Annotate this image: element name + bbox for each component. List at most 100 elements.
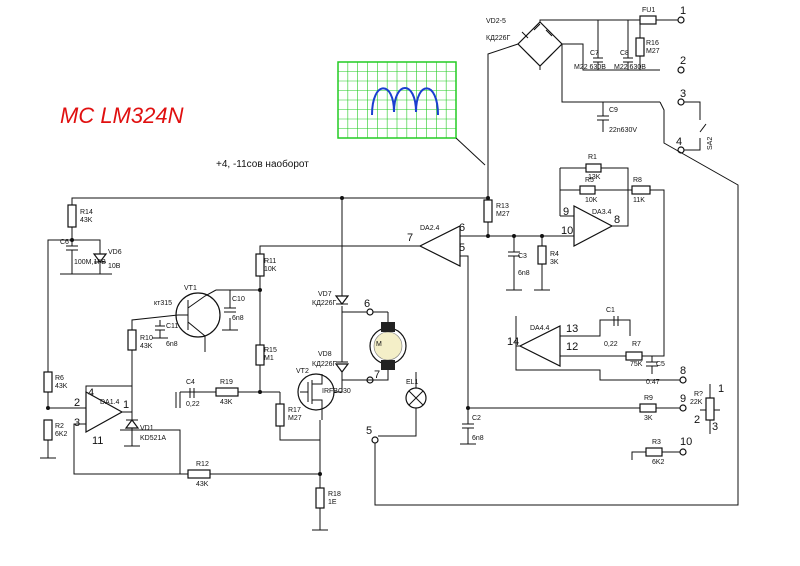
c8-value: M22 630B: [614, 64, 646, 71]
da2-4-label: DA2.4: [420, 225, 440, 232]
c9-label: C9: [609, 107, 618, 114]
resistor-r19: [215, 387, 239, 397]
resistor-r15: [255, 344, 265, 366]
c3-value: 6n8: [518, 270, 530, 277]
c6-value: 100M,16B: [74, 259, 106, 266]
c2-value: 6n8: [472, 435, 484, 442]
c10-value: 6n8: [232, 315, 244, 322]
r15-label: R15: [264, 347, 277, 354]
c5-label: C5: [656, 361, 665, 368]
r10-label: R10: [140, 335, 153, 342]
resistor-r3: [645, 447, 663, 457]
scope-probe-line: [455, 137, 486, 166]
r7b-value: 22K: [690, 399, 703, 406]
resistor-r6: [43, 371, 53, 393]
r12-label: R12: [196, 461, 209, 468]
terminal-8[interactable]: [679, 376, 687, 384]
resistor-r12: [187, 469, 211, 479]
pot-pin1: 1: [718, 383, 724, 395]
polarity-note: +4, -11сов наоборот: [216, 158, 309, 170]
resistor-r13: [483, 199, 493, 223]
da2-4-pin7: 7: [407, 232, 413, 244]
c6-label: C6: [60, 239, 69, 246]
da3-4-label: DA3.4: [592, 209, 612, 216]
opamp-da2-4: [418, 225, 461, 267]
schematic-title: MC LM324N: [60, 103, 184, 128]
diode-vd7: [334, 295, 350, 305]
vd2-5-label: VD2-5: [486, 18, 506, 25]
c4-label: C4: [186, 379, 195, 386]
r8-value: 11K: [633, 197, 645, 204]
resistor-r5: [579, 185, 596, 195]
resistor-r16: [635, 37, 645, 57]
resistor-r8: [631, 185, 651, 195]
da2-4-pin6: 6: [459, 222, 465, 234]
r17-value: M27: [288, 415, 302, 422]
r18-label: R18: [328, 491, 341, 498]
c4-value: 0,22: [186, 401, 200, 408]
resistor-r9: [639, 403, 657, 413]
c5-value: 0.47: [646, 379, 660, 386]
terminal-5[interactable]: [371, 436, 379, 444]
r11-label: R11: [264, 258, 276, 265]
r19-label: R19: [220, 379, 233, 386]
c2-label: C2: [472, 415, 481, 422]
c7-value: M22 630B: [574, 64, 606, 71]
diode-vd1: [124, 419, 140, 429]
r4-label: R4: [550, 251, 559, 258]
terminal-9[interactable]: [679, 404, 687, 412]
r9-value: 3K: [644, 415, 653, 422]
r16-value: M27: [646, 48, 660, 55]
terminal-2[interactable]: [677, 66, 685, 74]
r3-label: R3: [652, 439, 661, 446]
da1-4-pin4: 4: [88, 387, 94, 399]
c1-value: 0,22: [604, 341, 618, 348]
da1-4-label: DA1.4: [100, 399, 120, 406]
da4-4-pin12: 12: [566, 341, 578, 353]
da1-4-pin1: 1: [123, 399, 129, 411]
resistor-r18: [315, 487, 325, 509]
sa2-label: SA2: [707, 137, 714, 150]
vd6-label: VD6: [108, 249, 122, 256]
r8-label: R8: [633, 177, 642, 184]
c11-value: 6n8: [166, 341, 178, 348]
c11-label: C11: [166, 323, 178, 330]
da4-4-pin13: 13: [566, 323, 578, 335]
r3-value: 6K2: [652, 459, 665, 466]
fuse-fu1: [639, 15, 657, 25]
r15-value: M1: [264, 355, 274, 362]
da3-4-pin10: 10: [561, 225, 573, 237]
r1-label: R1: [588, 154, 597, 161]
vd7-label: VD7: [318, 291, 332, 298]
c1-label: C1: [606, 307, 615, 314]
terminal-6[interactable]: [366, 308, 374, 316]
r14-label: R14: [80, 209, 93, 216]
resistor-r2: [43, 419, 53, 441]
vd7-type: КД226Г: [312, 300, 336, 307]
da1-4-pin3: 3: [74, 417, 80, 429]
r12-value: 43K: [196, 481, 209, 488]
c10-label: C10: [232, 296, 245, 303]
vt1-type: кт315: [154, 300, 172, 307]
terminal-5-label: 5: [366, 425, 372, 437]
r11-value: 10K: [264, 266, 277, 273]
terminal-10[interactable]: [679, 448, 687, 456]
terminal-1[interactable]: [677, 16, 685, 24]
rectified-waveform-trace: [371, 87, 439, 116]
da3-4-pin9: 9: [563, 206, 569, 218]
terminal-1-label: 1: [680, 5, 686, 17]
da2-4-pin5: 5: [459, 242, 465, 254]
motor-label: M: [376, 341, 382, 348]
r19-value: 43K: [220, 399, 233, 406]
resistor-r11: [255, 253, 265, 277]
c8-label: C8: [620, 50, 629, 57]
diode-vd8: [334, 363, 350, 373]
terminal-4-label: 4: [676, 136, 682, 148]
pot-pin2: 2: [694, 414, 700, 426]
c9-value: 22n630V: [609, 127, 637, 134]
r17-label: R17: [288, 407, 301, 414]
pot-pin3: 3: [712, 421, 718, 433]
bridge-rectifier: VD2-5 КД226Г: [486, 18, 563, 67]
r2-value: 6K2: [55, 431, 68, 438]
